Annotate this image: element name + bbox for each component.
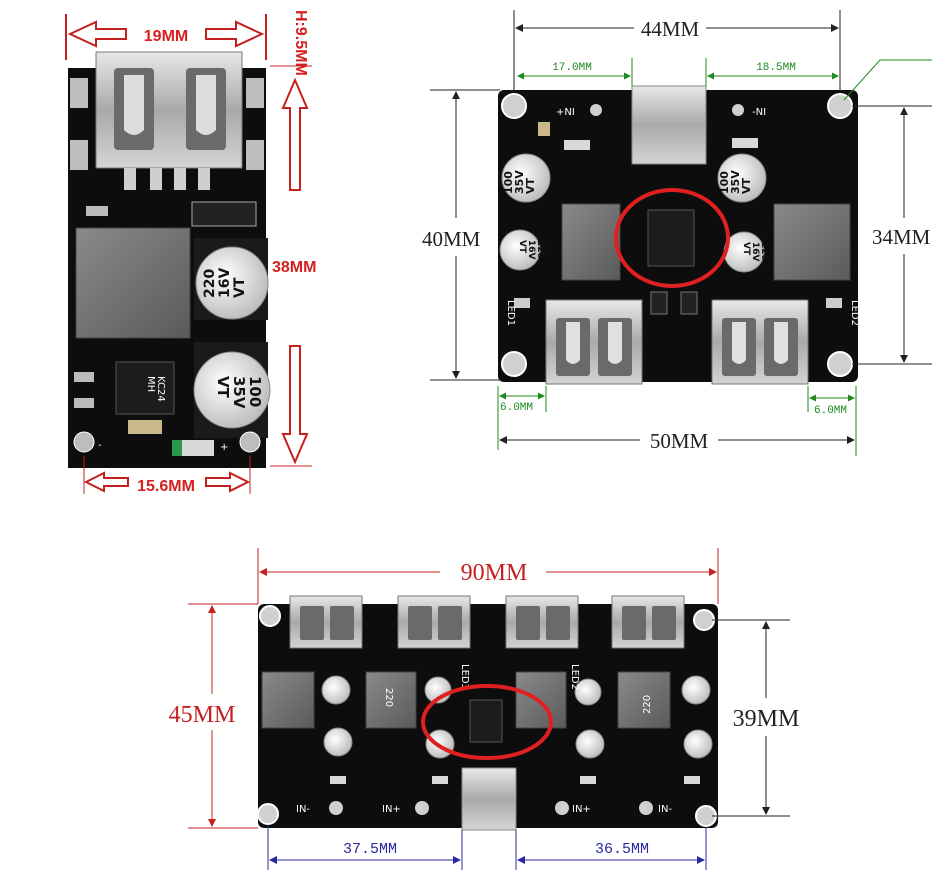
board1-ic: MHKC24 [115,361,175,415]
board2-led1-label: LED1 [505,300,516,326]
board2-inductor-right [773,203,851,281]
board1-length-arrow-down [281,345,309,465]
board3-left-bottom-label: 37.5MM [343,841,397,858]
board3-center-chip [469,699,503,743]
board1-capacitor-bottom: 10035VVT [193,342,271,438]
board2-bottom-label: 50MM [650,429,709,453]
board1-group: 22016VVT MHKC24 10035VVT - + 19MM H [65,10,316,495]
board2-height-label: 40MM [422,227,481,251]
board2-hole [501,93,527,119]
svg-text:22016VVT: 22016VVT [517,240,545,260]
board3-in-plus-right: IN+ [572,804,591,815]
board2-capacitor-small-right: 22016VVT [723,231,769,273]
board1-width-arrow-right [205,20,265,48]
board2-right-edge-label: 6.0MM [814,405,847,417]
board3-in-plus-left: IN+ [382,804,401,815]
board3-hole-height-label: 39MM [733,706,800,732]
board3-hole [259,605,281,627]
board1-terminal-minus [73,431,95,453]
board1-height-side-label: H:9.5MM [292,10,309,76]
board3-usb-port-3 [505,595,579,649]
board3-right-bottom-label: 36.5MM [595,841,649,858]
board3-input-connector [461,767,517,831]
board2-hole [501,351,527,377]
board3-hole [693,609,715,631]
svg-text:220: 220 [642,695,653,714]
board1-terminal-plus [239,431,261,453]
board1-minus-label: - [98,440,102,451]
board2-group: +NI -NI 10035VVT 10035VVT 22016VVT 22016… [422,10,932,456]
board2-right-offset-label: 18.5MM [756,62,796,74]
board3-led3-label: LED3 [459,664,470,690]
board1-length-arrow-up [281,77,309,191]
board2-in-plus-label: +NI [556,107,575,118]
board1-length-label: 38MM [272,259,316,276]
board3-top-label: 90MM [461,560,528,586]
board3-led2-label: LED2 [569,664,580,690]
board1-width-arrow-left [67,20,127,48]
board2-top-label: 44MM [641,17,700,41]
svg-text:10035VVT: 10035VVT [214,376,264,409]
svg-text:MHKC24: MHKC24 [145,376,166,402]
board2-left-offset-label: 17.0MM [552,62,592,74]
board3-hole [257,803,279,825]
board2-left-edge-label: 6.0MM [500,402,533,414]
board1-hole-spacing-label: 15.6MM [137,478,195,495]
board3-inductor [365,671,417,729]
board1-capacitor-top: 22016VVT [194,238,269,320]
board2-highlight-circle [614,188,730,288]
svg-text:22016VVT: 22016VVT [741,242,769,262]
board2-capacitor-small-left: 22016VVT [499,229,545,271]
board2-center-chip [647,209,695,267]
board2-hole [827,93,853,119]
board2-in-minus-label: -NI [752,107,766,118]
svg-text:10035VVT: 10035VVT [718,170,753,194]
board2-usb-port-left [545,299,643,385]
board1-inductor [75,227,191,339]
board3-height-label: 45MM [169,702,236,728]
board2-input-connector [631,85,707,165]
board3-in-minus-right: IN- [658,804,672,815]
board2-hole-height-label: 34MM [872,225,931,249]
board1-plus-label: + [220,442,228,453]
board2-capacitor-left: 10035VVT [501,153,551,203]
board3-usb-port-1 [289,595,363,649]
board3-inductor [617,671,671,729]
board3-highlight-circle [421,684,553,760]
board2-hole [827,351,853,377]
board3-usb-port-4 [611,595,685,649]
board2-led2-label: LED2 [849,300,860,326]
board3-in-minus-left: IN- [296,804,310,815]
svg-text:220: 220 [383,688,394,707]
board2-usb-port-right [711,299,809,385]
svg-text:22016VVT: 22016VVT [202,268,248,298]
board3-group: 220 220 LED3 LED2 IN- IN+ IN+ IN- [169,548,800,870]
board2-capacitor-right: 10035VVT [717,153,767,203]
board3-inductor [261,671,315,729]
board3-usb-port-2 [397,595,471,649]
svg-text:10035VVT: 10035VVT [502,170,537,194]
board1-usb-port [95,51,243,190]
board1-width-label: 19MM [144,28,188,45]
board2-inductor-left [561,203,621,281]
